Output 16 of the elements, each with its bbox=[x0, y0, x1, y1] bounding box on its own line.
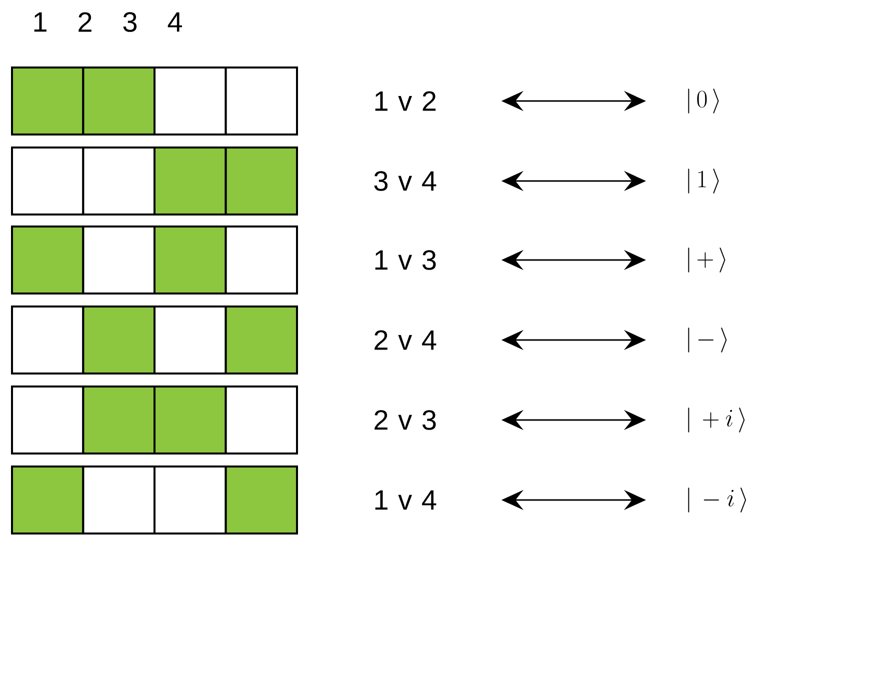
column-number: 3 bbox=[123, 12, 137, 32]
column-number: 1 bbox=[34, 12, 46, 32]
column-number: 4 bbox=[168, 12, 182, 32]
ket-label: $|\,+i\,\rangle$ bbox=[688, 408, 745, 432]
ket-label: $|\,+\,\rangle$ bbox=[688, 248, 726, 272]
column-number: 2 bbox=[78, 12, 92, 32]
pair-label: 2 v 4 bbox=[374, 330, 436, 350]
pair-label: 3 v 4 bbox=[374, 171, 436, 191]
ket-label: $|\,0\,\rangle$ bbox=[688, 88, 719, 114]
pair-label: 1 v 3 bbox=[375, 250, 436, 270]
ket-label: $|\,1\,\rangle$ bbox=[688, 168, 719, 194]
ket-label: $|\,-\,\rangle$ bbox=[688, 328, 727, 352]
pair-label: 2 v 3 bbox=[374, 410, 436, 430]
pair-label: 1 v 4 bbox=[375, 490, 436, 510]
pair-label: 1 v 2 bbox=[375, 91, 436, 111]
ket-label: $|\,-i\,\rangle$ bbox=[688, 488, 746, 512]
